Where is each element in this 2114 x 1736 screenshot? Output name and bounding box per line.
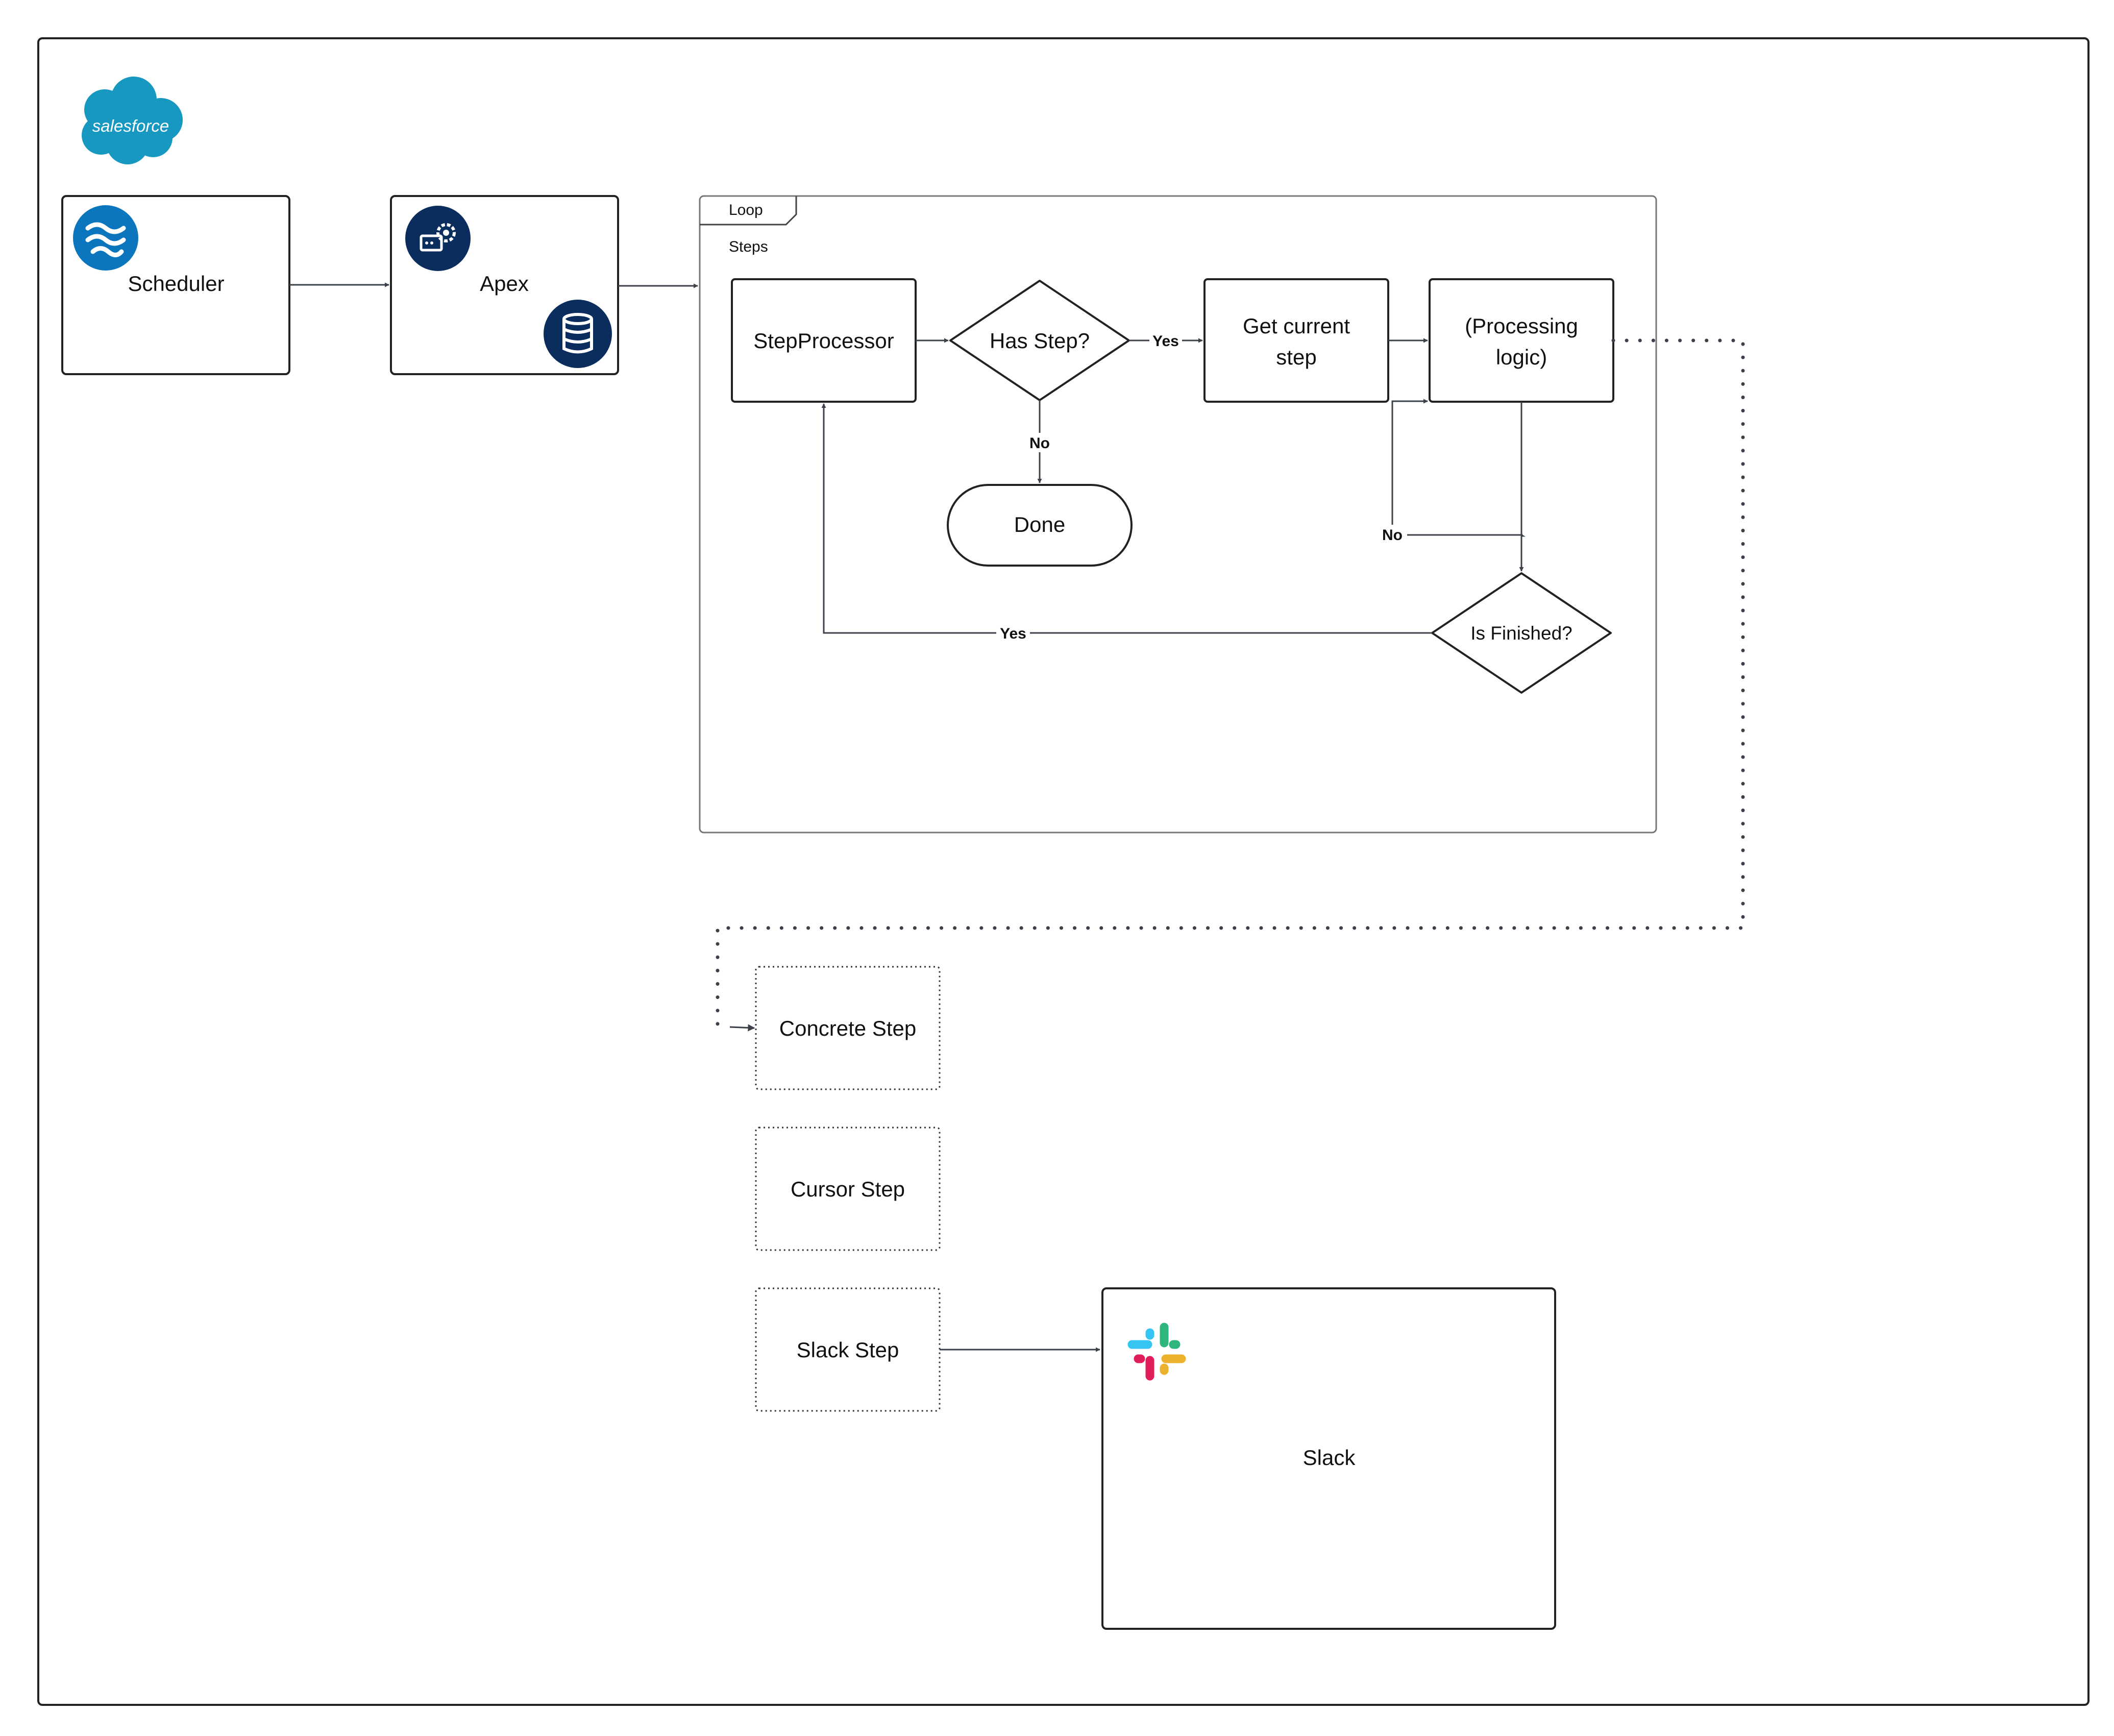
cursor-step-label: Cursor Step — [791, 1177, 905, 1201]
loop-container: Loop Steps — [699, 195, 1657, 834]
get-current-step-label-line1: Get current — [1243, 314, 1350, 338]
get-current-step-node[interactable]: Get current step — [1203, 278, 1389, 403]
is-finished-decision[interactable]: Is Finished? — [1431, 572, 1612, 694]
has-step-label: Has Step? — [990, 329, 1090, 353]
scheduler-node[interactable]: Scheduler — [61, 195, 290, 375]
salesforce-logo-text: salesforce — [92, 116, 169, 135]
salesforce-logo: salesforce — [82, 77, 183, 164]
slack-node[interactable]: Slack — [1101, 1287, 1556, 1630]
edge-label-hasstep-yes: Yes — [1149, 331, 1182, 350]
svg-text:No: No — [1382, 527, 1403, 544]
scheduler-label: Scheduler — [128, 272, 224, 296]
done-label: Done — [1014, 512, 1065, 536]
edge-isfinished-yes-processor — [821, 403, 1432, 634]
slack-label: Slack — [1303, 1446, 1356, 1470]
step-processor-node[interactable]: StepProcessor — [731, 278, 917, 403]
loop-tab-label: Loop — [729, 202, 763, 218]
apex-label: Apex — [480, 272, 529, 296]
has-step-decision[interactable]: Has Step? — [949, 280, 1130, 401]
is-finished-label: Is Finished? — [1470, 623, 1572, 644]
done-terminal[interactable]: Done — [947, 484, 1133, 567]
processing-logic-label-line1: (Processing — [1465, 314, 1578, 338]
step-processor-label: StepProcessor — [753, 329, 894, 353]
edge-processing-isfinished — [1519, 402, 1526, 572]
database-icon — [544, 300, 612, 368]
flow-icon — [73, 205, 138, 271]
concrete-step-node[interactable]: Concrete Step — [755, 966, 941, 1090]
concrete-step-label: Concrete Step — [779, 1016, 917, 1040]
svg-text:Yes: Yes — [1000, 625, 1026, 642]
edge-label-isfinished-no: No — [1378, 525, 1407, 544]
cloud-icon — [82, 77, 183, 164]
edge-isfinished-no-loopback — [1391, 399, 1521, 536]
slack-step-label: Slack Step — [797, 1338, 899, 1362]
apex-node[interactable]: Apex — [390, 195, 619, 375]
slack-step-node[interactable]: Slack Step — [755, 1287, 941, 1412]
edge-label-hasstep-no: No — [1025, 433, 1054, 452]
slack-icon — [1127, 1323, 1186, 1381]
cursor-step-node[interactable]: Cursor Step — [755, 1127, 941, 1251]
edge-label-isfinished-yes: Yes — [996, 623, 1030, 643]
processing-logic-label-line2: logic) — [1496, 345, 1547, 369]
gear-code-icon — [405, 206, 471, 271]
edge-processing-concrete-step-arrow — [729, 1024, 755, 1032]
svg-text:No: No — [1029, 435, 1050, 452]
loop-tab — [700, 196, 797, 226]
svg-text:Yes: Yes — [1152, 333, 1179, 350]
processing-logic-node[interactable]: (Processing logic) — [1429, 278, 1614, 403]
loop-title: Steps — [729, 238, 768, 255]
get-current-step-label-line2: step — [1276, 345, 1316, 369]
